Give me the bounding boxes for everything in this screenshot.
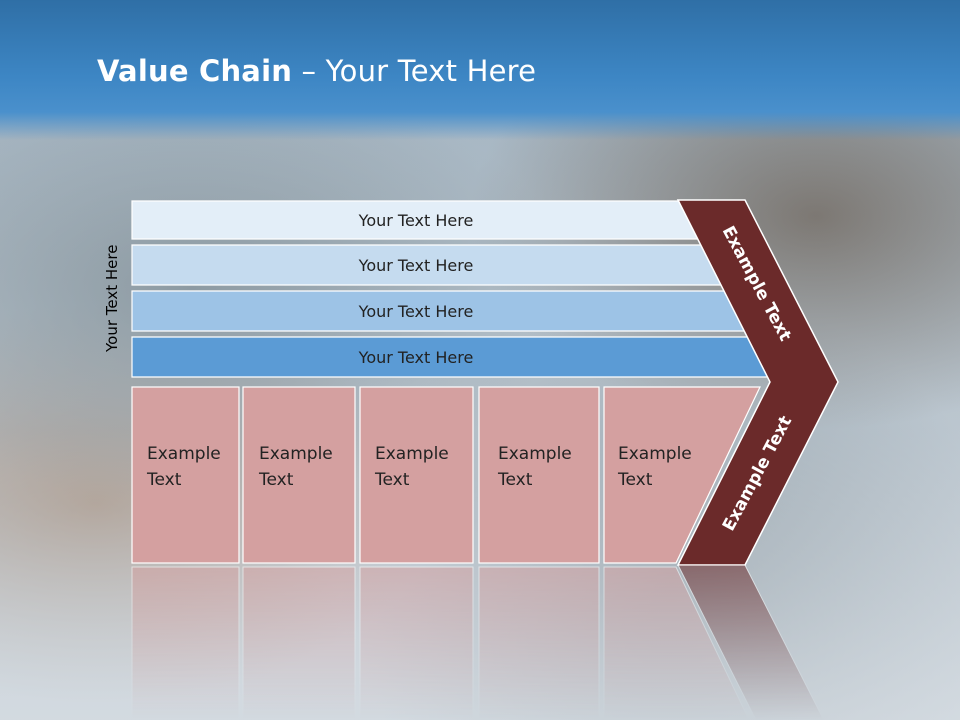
activity-box-label: Text xyxy=(258,470,294,490)
reflection-box xyxy=(478,566,600,720)
activity-box-label: Example xyxy=(498,444,572,464)
activity-box-label: Example xyxy=(618,444,692,464)
activity-box xyxy=(242,386,356,564)
title-strong: Value Chain xyxy=(97,54,293,88)
reflection-box xyxy=(242,566,356,720)
reflection-group xyxy=(131,564,825,720)
activity-box-label: Text xyxy=(617,470,653,490)
reflection-box xyxy=(603,566,750,720)
activity-box xyxy=(131,386,240,564)
diagram-reflection xyxy=(131,564,825,720)
reflection-box xyxy=(359,566,474,720)
title-rest: – Your Text Here xyxy=(292,54,537,88)
activity-box-label: Text xyxy=(497,470,533,490)
activity-box-label: Text xyxy=(146,470,182,490)
slide-title: Value Chain – Your Text Here xyxy=(97,54,536,88)
activity-box-label: Example xyxy=(375,444,449,464)
reflection-box xyxy=(131,566,240,720)
activity-box xyxy=(359,386,474,564)
activity-box-label: Example xyxy=(147,444,221,464)
activity-box-label: Example xyxy=(259,444,333,464)
value-bar-label: Your Text Here xyxy=(358,348,474,367)
value-bar-label: Your Text Here xyxy=(358,256,474,275)
activity-box xyxy=(603,386,761,564)
value-bar-label: Your Text Here xyxy=(358,211,474,230)
activity-box xyxy=(478,386,600,564)
reflection-chevron xyxy=(677,564,825,720)
value-bar-label: Your Text Here xyxy=(358,302,474,321)
activity-box-label: Text xyxy=(374,470,410,490)
header-band xyxy=(0,0,960,140)
